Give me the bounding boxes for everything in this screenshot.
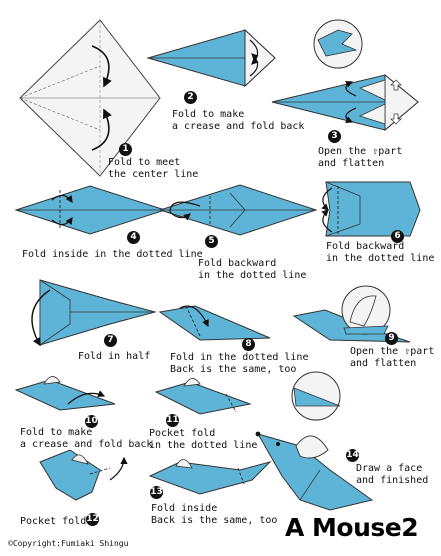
- step-number-badge: 14: [346, 449, 359, 462]
- step-12-caption: Pocket fold: [20, 516, 87, 527]
- step-12-figure: [39, 449, 128, 501]
- step-number-badge: 4: [127, 231, 140, 244]
- step-4-caption: Fold inside in the dotted line: [22, 249, 203, 260]
- step-5-figure: [158, 184, 318, 236]
- step-11-caption: Pocket fold in the dotted line: [149, 428, 258, 451]
- step-number-badge: 13: [150, 486, 163, 499]
- copyright-notice: ©Copyright:Fumiaki Shingu: [8, 539, 129, 548]
- step-8-figure: [158, 305, 271, 341]
- step-2-caption: Fold to make a crease and fold back: [172, 109, 305, 132]
- step-5-caption: Fold backward in the dotted line: [198, 258, 307, 281]
- step-number-badge: 8: [242, 338, 255, 351]
- step-number-badge: 10: [85, 415, 98, 428]
- step-7-figure: [31, 279, 157, 347]
- step-2-figure: [146, 28, 276, 88]
- step-8-caption: Fold in the dotted line Back is the same…: [170, 352, 309, 375]
- step-number-badge: 1: [119, 143, 132, 156]
- step-9-figure: [292, 285, 411, 343]
- open-arrow-icon: ⇧: [404, 346, 411, 357]
- open-arrow-icon: ⇧: [372, 146, 379, 157]
- step-number-badge: 9: [385, 332, 398, 345]
- step-number-badge: 11: [166, 414, 179, 427]
- step-number-badge: 6: [391, 230, 404, 243]
- step-3-caption: Open the ⇧part and flatten: [318, 146, 403, 169]
- step-number-badge: 7: [104, 334, 117, 347]
- step-number-badge: 5: [205, 235, 218, 248]
- step-9-caption: Open the ⇧part and flatten: [350, 346, 435, 369]
- step-number-badge: 3: [328, 130, 341, 143]
- step-7-caption: Fold in half: [78, 351, 151, 362]
- step-13-figure: [148, 459, 272, 495]
- step-number-badge: 12: [86, 513, 99, 526]
- step-11-figure: [154, 371, 341, 421]
- step-13-caption: Fold inside Back is the same, too: [151, 503, 278, 526]
- step-6-caption: Fold backward in the dotted line: [326, 241, 435, 264]
- step-6-figure: [321, 181, 421, 237]
- step-4-figure: [14, 185, 167, 235]
- step-14-caption: Draw a face and finished: [356, 463, 429, 486]
- step-14-figure: [255, 431, 374, 511]
- page-title: A Mouse2: [285, 513, 419, 542]
- step-10-caption: Fold to make a crease and fold back: [20, 427, 153, 450]
- step-1-figure: [19, 19, 161, 177]
- step-number-badge: 2: [184, 91, 197, 104]
- step-3-figure: [271, 19, 419, 132]
- step-1-caption: Fold to meet the center line: [108, 157, 199, 180]
- step-10-figure: [14, 376, 116, 411]
